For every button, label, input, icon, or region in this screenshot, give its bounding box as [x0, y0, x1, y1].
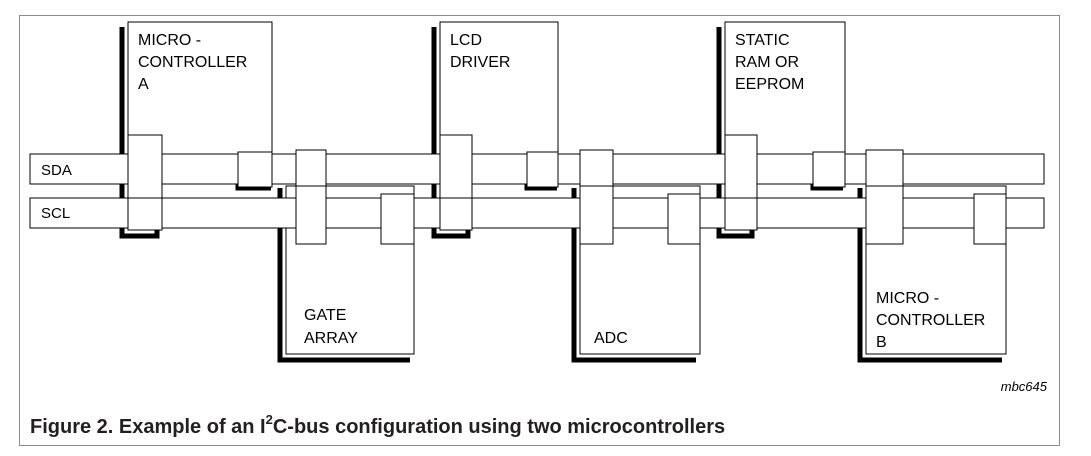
device-label-line: RAM OR [735, 54, 799, 71]
caption-prefix: Figure 2. Example of an I [30, 416, 266, 438]
scl-label: SCL [41, 205, 70, 222]
micro-b-connections [865, 149, 1007, 245]
device-label-line: EEPROM [735, 76, 804, 93]
device-label-line: CONTROLLER [138, 54, 247, 71]
sda-label: SDA [41, 162, 72, 179]
device-label-line: GATE [304, 307, 346, 324]
adc-connections [579, 149, 701, 245]
device-label-line: A [138, 76, 149, 93]
device-label-line: STATIC [735, 32, 790, 49]
micro-a-connections [127, 134, 273, 231]
lcd-driver-connections [439, 134, 559, 231]
static-ram-connections [724, 134, 846, 231]
figure-caption: Figure 2. Example of an I2C-bus configur… [30, 412, 726, 439]
device-label-line: DRIVER [450, 54, 510, 71]
figure-reference: mbc645 [1001, 379, 1048, 394]
device-label-line: LCD [450, 32, 482, 49]
caption-suffix: C-bus configuration using two microcontr… [272, 416, 726, 438]
device-label-line: CONTROLLER [876, 312, 985, 329]
device-label-line: MICRO - [138, 32, 201, 49]
device-label-line: ADC [594, 330, 628, 347]
device-label-line: MICRO - [876, 290, 939, 307]
gate-array-connections [295, 149, 415, 245]
device-label-line: B [876, 334, 887, 351]
device-label-line: ARRAY [304, 330, 358, 347]
caption-superscript: 2 [265, 412, 273, 428]
